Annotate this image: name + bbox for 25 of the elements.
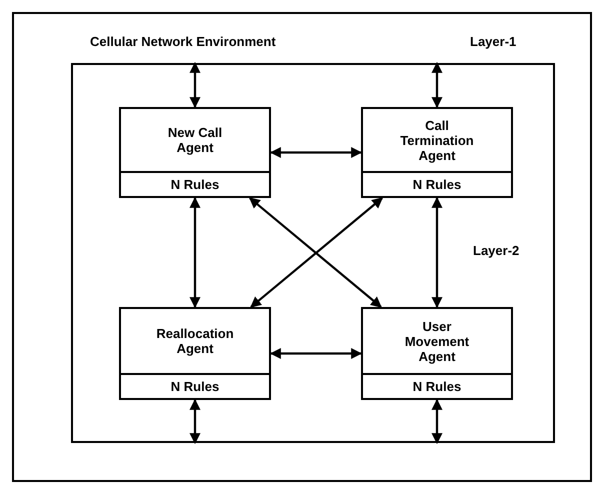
layer-box bbox=[71, 63, 555, 443]
environment-box bbox=[12, 12, 592, 482]
double-arrow bbox=[432, 196, 442, 308]
agent-box bbox=[361, 307, 513, 400]
agent-box bbox=[119, 107, 271, 198]
environment-title: Cellular Network Environment bbox=[90, 34, 276, 49]
agent-box bbox=[119, 307, 271, 400]
double-arrow bbox=[270, 348, 362, 359]
double-arrow bbox=[190, 62, 200, 108]
rules-label: N Rules bbox=[412, 177, 462, 192]
agent-box bbox=[361, 107, 513, 198]
double-arrow bbox=[432, 62, 442, 108]
double-arrow bbox=[432, 398, 442, 444]
rules-label: N Rules bbox=[170, 177, 220, 192]
agent-name: New Call Agent bbox=[166, 125, 224, 155]
agent-name: Call Termination Agent bbox=[399, 118, 475, 162]
agent-name: Reallocation Agent bbox=[155, 326, 235, 356]
double-arrow bbox=[190, 196, 200, 308]
layer-label: Layer-1 bbox=[470, 34, 516, 49]
agent-name: User Movement Agent bbox=[404, 318, 470, 364]
rules-label: N Rules bbox=[170, 379, 220, 394]
double-arrow bbox=[270, 147, 362, 158]
layer-label: Layer-2 bbox=[473, 243, 520, 258]
double-arrow bbox=[190, 398, 200, 444]
rules-label: N Rules bbox=[412, 379, 462, 394]
